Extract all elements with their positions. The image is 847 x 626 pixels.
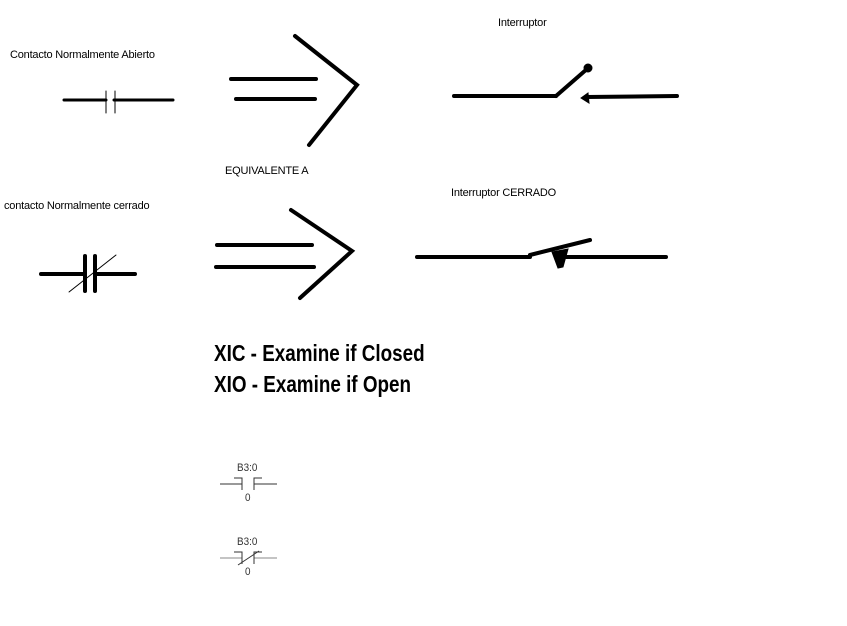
switch-open-symbol [452, 63, 679, 104]
xic-address: B3:0 [237, 462, 258, 474]
xio-description: XIO - Examine if Open [214, 371, 412, 397]
no-contact-label: Contacto Normalmente Abierto [10, 49, 155, 61]
switch-closed-label: Interruptor CERRADO [451, 187, 557, 199]
nc-contact-label: contacto Normalmente cerrado [4, 200, 150, 212]
switch-closed-symbol [415, 238, 668, 269]
no-contact-symbol [62, 90, 175, 114]
equivalent-label: EQUIVALENTE A [225, 165, 309, 177]
switch-open-label: Interruptor [498, 17, 547, 29]
plc-xic-contact-icon [220, 477, 277, 490]
xic-bit: 0 [245, 492, 251, 504]
nc-contact-symbol [39, 254, 137, 293]
xio-address: B3:0 [237, 536, 258, 548]
equivalence-arrow-icon [229, 34, 360, 147]
plc-xio-contact-icon [220, 550, 277, 566]
equivalence-arrow-icon [214, 208, 356, 300]
xic-description: XIC - Examine if Closed [214, 340, 425, 366]
xio-bit: 0 [245, 566, 251, 578]
